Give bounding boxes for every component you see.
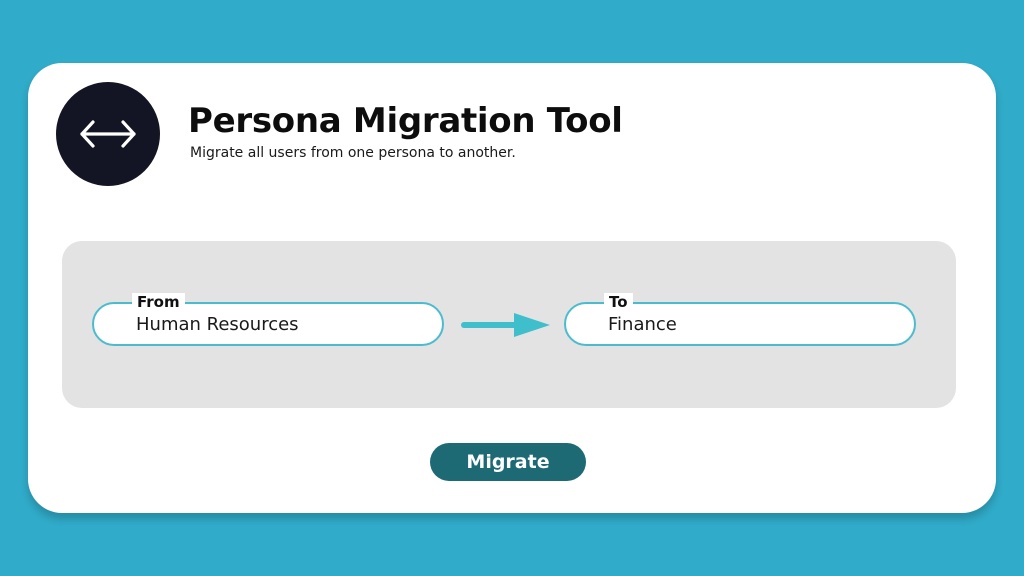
to-persona-field[interactable]: To Finance bbox=[564, 293, 916, 346]
migration-panel: From Human Resources To Finance bbox=[62, 241, 956, 408]
from-persona-field[interactable]: From Human Resources bbox=[92, 293, 444, 346]
from-label: From bbox=[132, 293, 185, 311]
page-subtitle: Migrate all users from one persona to an… bbox=[190, 145, 516, 161]
page-title: Persona Migration Tool bbox=[188, 101, 623, 141]
arrow-right-icon bbox=[461, 313, 550, 337]
arrows-left-right-icon bbox=[80, 120, 136, 148]
from-value[interactable]: Human Resources bbox=[136, 314, 299, 335]
to-value[interactable]: Finance bbox=[608, 314, 677, 335]
migration-card: Persona Migration Tool Migrate all users… bbox=[28, 63, 996, 513]
to-label: To bbox=[604, 293, 633, 311]
migrate-button[interactable]: Migrate bbox=[430, 443, 586, 481]
logo-badge bbox=[56, 82, 160, 186]
